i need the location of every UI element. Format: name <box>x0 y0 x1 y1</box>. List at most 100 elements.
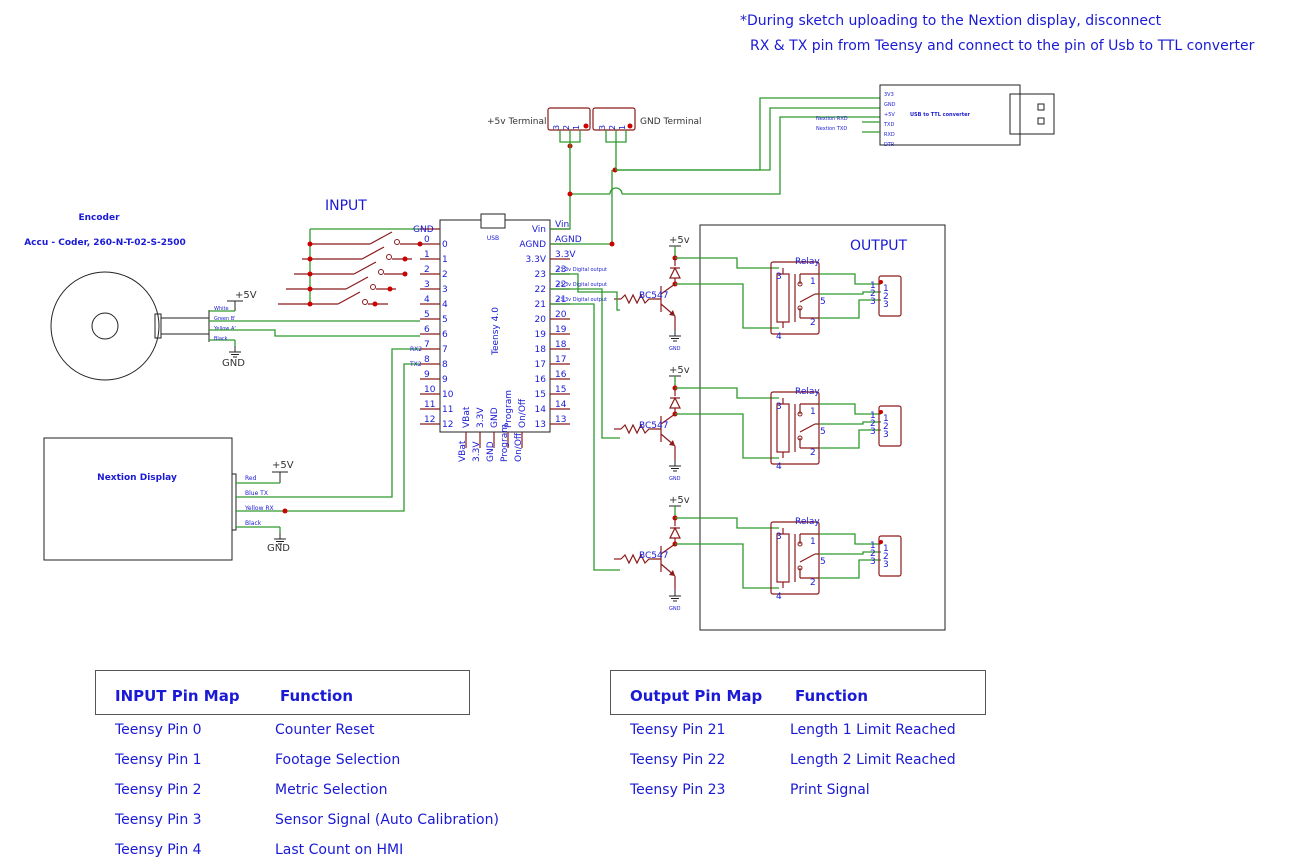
terminal5-pin3: 3 <box>552 125 561 130</box>
nextion-wire-red: Red <box>245 475 257 482</box>
teensy-right-pin-label: 3.3V <box>526 255 547 265</box>
teensy-left-pin-label: GND <box>413 225 434 235</box>
relay-supply-label: +5v <box>669 495 690 506</box>
teensy-left-pin-number: 4 <box>424 295 430 305</box>
teensy-right-pin-label: 13 <box>535 420 546 430</box>
teensy-tx2-label: TX2 <box>409 361 422 368</box>
usb-ttl-pin-label: RXD <box>884 132 895 138</box>
relay-supply-label: +5v <box>669 235 690 246</box>
usb-ttl-pin-label: DTR <box>884 142 895 148</box>
teensy-right-pin-number: AGND <box>555 235 582 245</box>
teensy-left-pin-number: 8 <box>424 355 430 365</box>
teensy-right-pin-label: 16 <box>535 375 547 385</box>
function-cell: Length 2 Limit Reached <box>790 752 956 768</box>
usb-ttl-pin-label: 3V3 <box>884 92 894 98</box>
relay-contact-pin-1: 1 <box>810 407 816 417</box>
digital-output-label-21: +3.3v Digital output <box>556 297 607 303</box>
encoder-gnd-label: GND <box>222 358 245 369</box>
teensy-right-pin-number: 16 <box>555 370 567 380</box>
teensy-right-pin-number: 18 <box>555 340 567 350</box>
output-pin-table: Output Pin Map Function Teensy Pin 21 Len… <box>610 670 990 810</box>
teensy-name: Teensy 4.0 <box>491 307 501 356</box>
relay-terminal-pin: 2 <box>870 289 876 299</box>
relay-contact-pin-5: 5 <box>820 297 826 307</box>
transistor-label: BC547 <box>639 551 668 561</box>
teensy-left-pin-label: 7 <box>442 345 448 355</box>
relay-terminal-pin-inner: 3 <box>883 300 889 310</box>
relay-contact-pin-2: 2 <box>810 318 816 328</box>
teensy-right-pin-number: 14 <box>555 400 567 410</box>
teensy-right-pin-number: 3.3V <box>555 250 576 260</box>
nextion-rxd-label: Nextion RXD <box>816 116 848 122</box>
relay-coil-pin-3: 3 <box>776 402 782 412</box>
relay-terminal-pin-inner: 3 <box>883 560 889 570</box>
input-switch-bank <box>277 228 423 307</box>
function-cell: Last Count on HMI <box>275 842 404 858</box>
teensy-right-pin-label: 18 <box>535 345 547 355</box>
relay-terminal-pin: 3 <box>870 557 876 567</box>
teensy-left-pin-number: 9 <box>424 370 430 380</box>
relay-coil-pin-3: 3 <box>776 532 782 542</box>
teensy-right-pin-number: 13 <box>555 415 566 425</box>
nextion-wire-yellow-rx: Yellow RX <box>244 505 274 512</box>
terminalg-pin3: 3 <box>598 125 607 130</box>
terminal-5v-label: +5v Terminal <box>487 117 547 127</box>
teensy-bottom-pin-number: VBat <box>458 440 468 462</box>
function-cell: Footage Selection <box>275 752 401 768</box>
encoder-wire-green: Green B' <box>214 316 236 322</box>
relay-label: Relay <box>795 517 820 527</box>
relay-terminal-pin-inner: 3 <box>883 430 889 440</box>
teensy-right-pin-label: Vin <box>532 225 546 235</box>
input-section-title: INPUT <box>325 198 367 214</box>
output-table-header-function: Function <box>795 687 869 705</box>
pin-cell: Teensy Pin 21 <box>630 722 726 738</box>
relay-label: Relay <box>795 387 820 397</box>
nextion-title: Nextion Display <box>97 473 177 483</box>
relay-terminal-pin: 2 <box>870 419 876 429</box>
relay-terminal-pin: 2 <box>870 549 876 559</box>
pin-cell: Teensy Pin 23 <box>630 782 726 798</box>
relay-terminal-pin-inner: 2 <box>883 422 889 432</box>
relay-coil-pin-4: 4 <box>776 462 782 472</box>
teensy-bottom-pin-number: On/Off <box>514 432 524 462</box>
teensy-right-pin-label: 22 <box>535 285 546 295</box>
input-table-header-function: Function <box>280 687 354 705</box>
teensy-right-pin-number: 22 <box>555 280 566 290</box>
digital-output-label-22: +3.3v Digital output <box>556 282 607 288</box>
note-line-2: RX & TX pin from Teensy and connect to t… <box>750 38 1255 54</box>
note-line-1: *During sketch uploading to the Nextion … <box>740 13 1162 29</box>
relay-coil-pin-4: 4 <box>776 592 782 602</box>
nextion-gnd-label: GND <box>267 543 290 554</box>
terminal5-pin1: 1 <box>572 125 581 130</box>
teensy-right-pin-label: 17 <box>535 360 546 370</box>
function-cell: Print Signal <box>790 782 870 798</box>
teensy-right-pin-label: 20 <box>535 315 547 325</box>
teensy-right-pin-number: 17 <box>555 355 566 365</box>
nextion-wire-blue-tx: Blue TX <box>245 490 268 497</box>
output-table-header-pin: Output Pin Map <box>630 687 763 705</box>
teensy-left-pin-label: 4 <box>442 300 448 310</box>
teensy-left-pin-number: 12 <box>424 415 435 425</box>
teensy-bottom-pin-label: 3.3V <box>476 407 486 428</box>
teensy-bottom-pin-number: Program <box>500 424 510 462</box>
encoder-wire-black: Black <box>214 336 228 342</box>
terminal-gnd-label: GND Terminal <box>640 117 702 127</box>
relay-coil-pin-3: 3 <box>776 272 782 282</box>
teensy-bottom-pins: VBatVBat3.3V3.3VGNDGNDProgramProgramOn/O… <box>458 390 528 462</box>
usb-ttl-pin-label: +5V <box>884 112 895 118</box>
pin-cell: Teensy Pin 3 <box>115 812 202 828</box>
encoder-wire-yellow: Yellow A' <box>213 326 236 332</box>
terminalg-pin2: 2 <box>608 125 617 130</box>
relay-contact-pin-5: 5 <box>820 427 826 437</box>
teensy-right-pin-number: 15 <box>555 385 566 395</box>
pin-cell: Teensy Pin 2 <box>115 782 202 798</box>
teensy-left-pin-number: 5 <box>424 310 430 320</box>
transistor-label: BC547 <box>639 421 668 431</box>
relay-terminal-pin-inner: 2 <box>883 552 889 562</box>
relay-gnd-label: GND <box>669 346 681 352</box>
